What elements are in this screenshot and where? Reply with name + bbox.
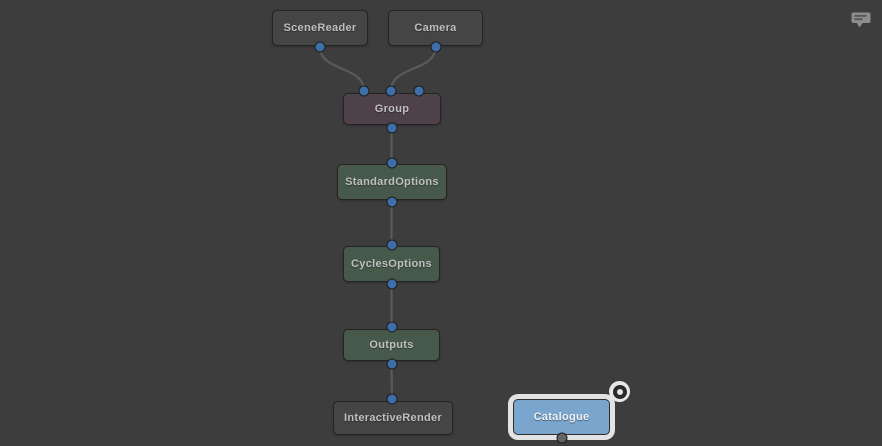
node-label: CyclesOptions (351, 258, 432, 270)
node-label: Outputs (369, 339, 414, 351)
node-outputs[interactable]: Outputs (343, 329, 440, 361)
annotation-bubble-icon[interactable] (851, 12, 871, 28)
node-interactive-render[interactable]: InteractiveRender (333, 401, 453, 435)
connection-edge[interactable] (389, 45, 437, 93)
group-input-port[interactable] (385, 85, 397, 97)
node-label: StandardOptions (345, 176, 439, 188)
node-standard-options[interactable]: StandardOptions (337, 164, 447, 200)
node-catalogue[interactable]: Catalogue (513, 381, 630, 435)
scene-reader-output-port[interactable] (314, 41, 326, 52)
speech-bubble-icon (851, 12, 871, 28)
outputs-output-port[interactable] (386, 358, 397, 370)
camera-output-port[interactable] (430, 41, 441, 52)
group-output-port[interactable] (386, 122, 397, 133)
cycles-options-output-port[interactable] (386, 278, 397, 290)
node-label: InteractiveRender (343, 412, 443, 424)
focus-hole (616, 388, 623, 395)
focus-target-icon[interactable] (609, 381, 630, 402)
group-input-port[interactable] (358, 85, 370, 97)
node-label: Group (374, 103, 410, 115)
node-camera[interactable]: Camera (388, 10, 483, 46)
standard-options-input-port[interactable] (386, 157, 397, 168)
node-group[interactable]: Group (343, 93, 441, 125)
node-cycles-options[interactable]: CyclesOptions (343, 246, 440, 282)
interactive-render-input-port[interactable] (386, 393, 398, 405)
node-label: SceneReader (283, 22, 357, 34)
outputs-input-port[interactable] (386, 321, 397, 332)
node-label: Camera (414, 22, 457, 34)
standard-options-output-port[interactable] (386, 196, 397, 207)
catalogue-output-port[interactable] (556, 432, 567, 443)
connection-edge[interactable] (318, 45, 366, 93)
node-label: Catalogue (533, 411, 590, 423)
group-input-port[interactable] (413, 85, 424, 97)
cycles-options-input-port[interactable] (386, 239, 397, 250)
focus-ring (612, 384, 627, 399)
connection-edge[interactable] (390, 362, 394, 401)
